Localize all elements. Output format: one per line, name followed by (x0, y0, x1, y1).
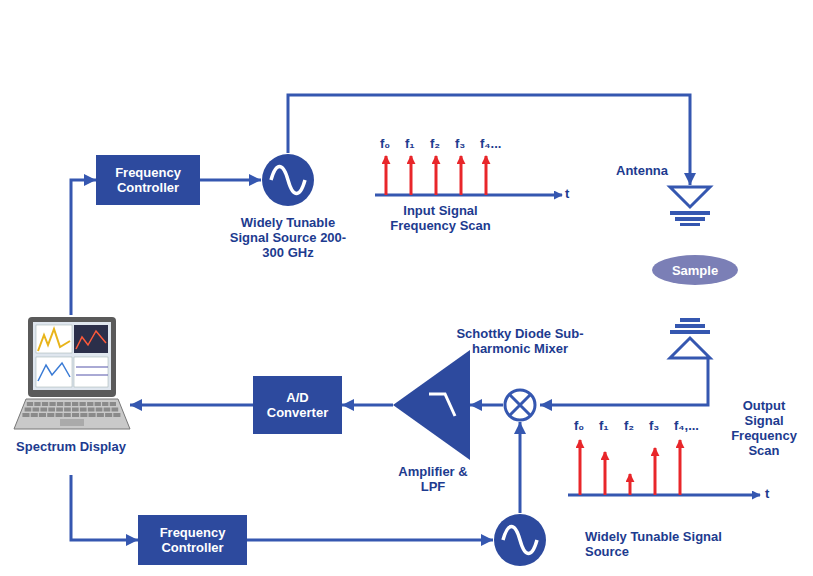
time-axis (375, 194, 562, 197)
axis-label: f₄... (480, 136, 501, 151)
box-text: Frequency Controller (142, 525, 243, 555)
signal-connector (342, 404, 393, 407)
component-label: Spectrum Display (12, 439, 130, 454)
axis-label: f₀ (574, 418, 584, 433)
axis-label: f₀ (380, 136, 390, 151)
chart-caption: Input Signal Frequency Scan (383, 203, 498, 233)
converter-box: A/D Converter (253, 376, 342, 434)
signal-source: Widely Tunable Signal Source (493, 513, 547, 567)
sample-ellipse: Sample (652, 255, 738, 285)
signal-connector (519, 422, 522, 513)
axis-label: f₂ (624, 418, 634, 433)
box-text: Sample (672, 263, 718, 278)
signal-source-shape (493, 513, 547, 567)
receive-antenna (670, 318, 710, 358)
box-text: Frequency Controller (100, 165, 196, 195)
laptop-display-shape (12, 315, 130, 431)
frequency-bars (580, 440, 680, 495)
component-label: Amplifier & LPF (388, 464, 478, 494)
signal-wire (540, 358, 708, 405)
axis-label: f₄,... (674, 418, 699, 433)
transmit-antenna: Antenna (668, 185, 712, 225)
signal-connector (71, 180, 96, 315)
signal-connector (247, 539, 493, 542)
axis-label: t (765, 486, 769, 501)
controller-box: Frequency Controller (138, 515, 247, 565)
amplifier-symbol: Amplifier & LPF (393, 350, 470, 460)
signal-connector (200, 179, 261, 182)
laptop-display: Spectrum Display (12, 315, 130, 475)
component-label: Widely Tunable Signal Source 200-300 GHz (223, 215, 353, 260)
mixer-symbol-shape (503, 388, 537, 422)
component-label: Antenna (616, 163, 686, 178)
axis-label: f₁ (405, 136, 415, 151)
axis-label: f₃ (455, 136, 465, 151)
controller-box: Frequency Controller (96, 155, 200, 205)
signal-connector (470, 404, 503, 407)
component-label: Schottky Diode Sub-harmonic Mixer (450, 326, 590, 356)
signal-connector (130, 404, 253, 407)
mixer-symbol: Schottky Diode Sub-harmonic Mixer (503, 388, 537, 422)
box-text: A/D Converter (257, 390, 338, 420)
component-label: Widely Tunable Signal Source (585, 529, 725, 559)
signal-connector (288, 95, 690, 185)
time-axis (568, 494, 760, 497)
frequency-bars (386, 156, 486, 195)
signal-source: Widely Tunable Signal Source 200-300 GHz (261, 153, 315, 207)
axis-label: f₁ (599, 418, 609, 433)
chart-caption: Output Signal Frequency Scan (722, 398, 806, 458)
illustration (375, 156, 760, 495)
axis-label: f₂ (430, 136, 440, 151)
axis-label: f₃ (649, 418, 659, 433)
transmit-antenna-shape (668, 185, 712, 225)
signal-connector (71, 475, 138, 540)
signal-source-shape (261, 153, 315, 207)
axis-label: t (565, 186, 569, 201)
amplifier-symbol-shape (393, 350, 470, 460)
